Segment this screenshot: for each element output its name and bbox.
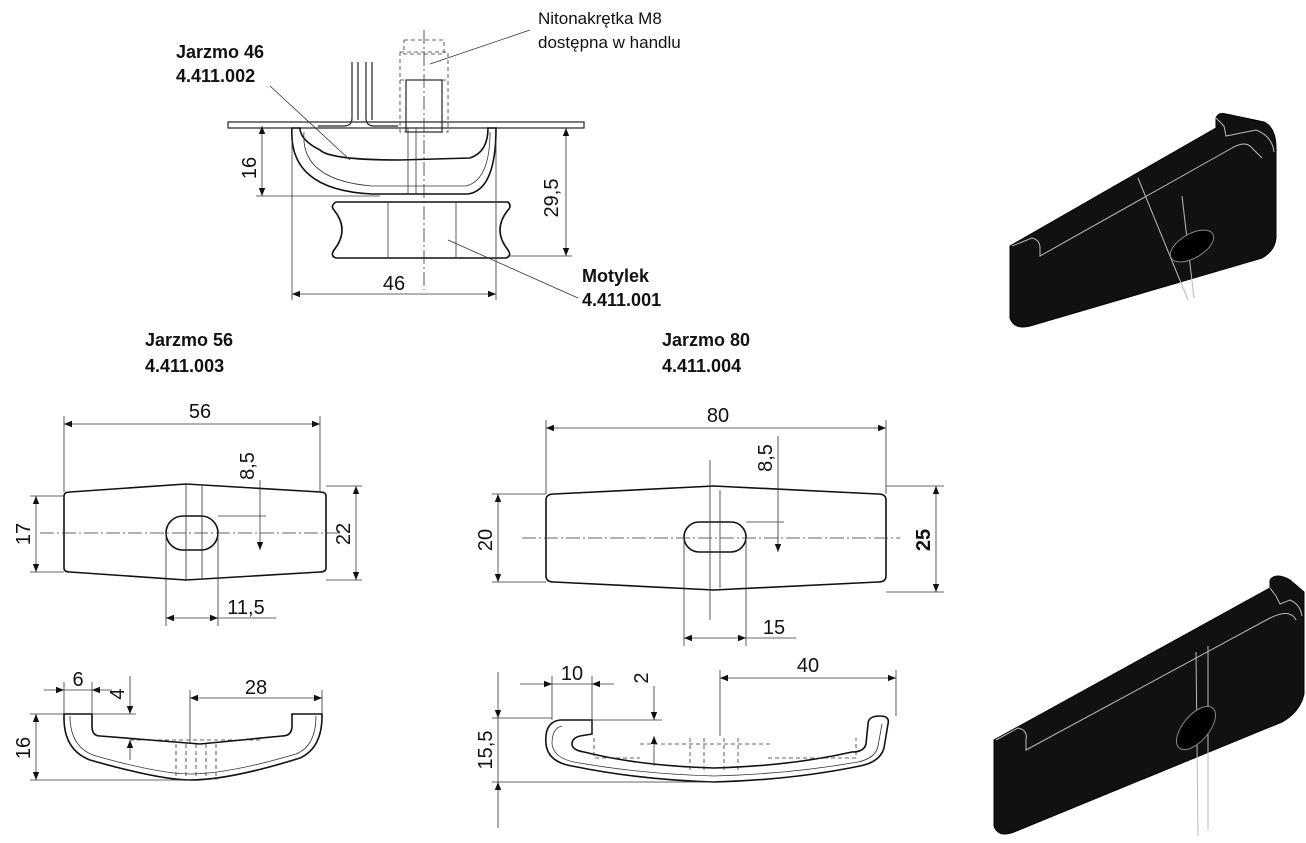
yoke-3d-render-bottom: [993, 575, 1305, 837]
dim-10: 10: [561, 663, 583, 685]
dim-80: 80: [707, 405, 729, 427]
dim-56: 56: [189, 401, 211, 423]
nut-label-line2: dostępna w handlu: [538, 33, 681, 52]
dim-11-5: 11,5: [227, 597, 264, 619]
dim-40: 40: [797, 655, 819, 677]
yoke56-code: 4.411.003: [145, 356, 224, 376]
dim-16-top: 16: [239, 157, 261, 179]
dim-4: 4: [107, 688, 129, 699]
assembly-view: 16 29,5 46 Nitonakrętka M8 dostępna w ha…: [176, 9, 681, 310]
dim-8-5-right: 8,5: [755, 444, 777, 472]
yoke80-name: Jarzmo 80: [662, 330, 750, 350]
dim-6: 6: [72, 669, 83, 691]
dim-15-5: 15,5: [475, 731, 497, 770]
yoke80-views: Jarzmo 80 4.411.004 80 8,5 20 25 15: [475, 330, 944, 828]
dim-17: 17: [13, 523, 35, 545]
dim-15: 15: [763, 617, 785, 639]
yoke46-name: Jarzmo 46: [176, 42, 264, 62]
yoke-3d-render-top: [1009, 113, 1277, 328]
dim-20: 20: [475, 529, 497, 551]
dim-2: 2: [631, 672, 653, 683]
wing-code: 4.411.001: [582, 290, 661, 310]
dim-16-bottom: 16: [13, 737, 35, 759]
dim-28: 28: [245, 677, 267, 699]
dim-8-5-left: 8,5: [237, 452, 259, 480]
dim-25: 25: [913, 529, 935, 551]
dim-46: 46: [383, 273, 405, 295]
dim-22: 22: [333, 523, 355, 545]
wing-name: Motylek: [582, 266, 650, 286]
dim-29-5: 29,5: [541, 179, 563, 218]
yoke56-views: Jarzmo 56 4.411.003 56 8,5 17 22 11,5: [13, 330, 362, 781]
nut-label-line1: Nitonakrętka M8: [538, 9, 662, 28]
yoke80-code: 4.411.004: [662, 356, 741, 376]
yoke56-name: Jarzmo 56: [145, 330, 233, 350]
yoke46-code: 4.411.002: [176, 66, 255, 86]
